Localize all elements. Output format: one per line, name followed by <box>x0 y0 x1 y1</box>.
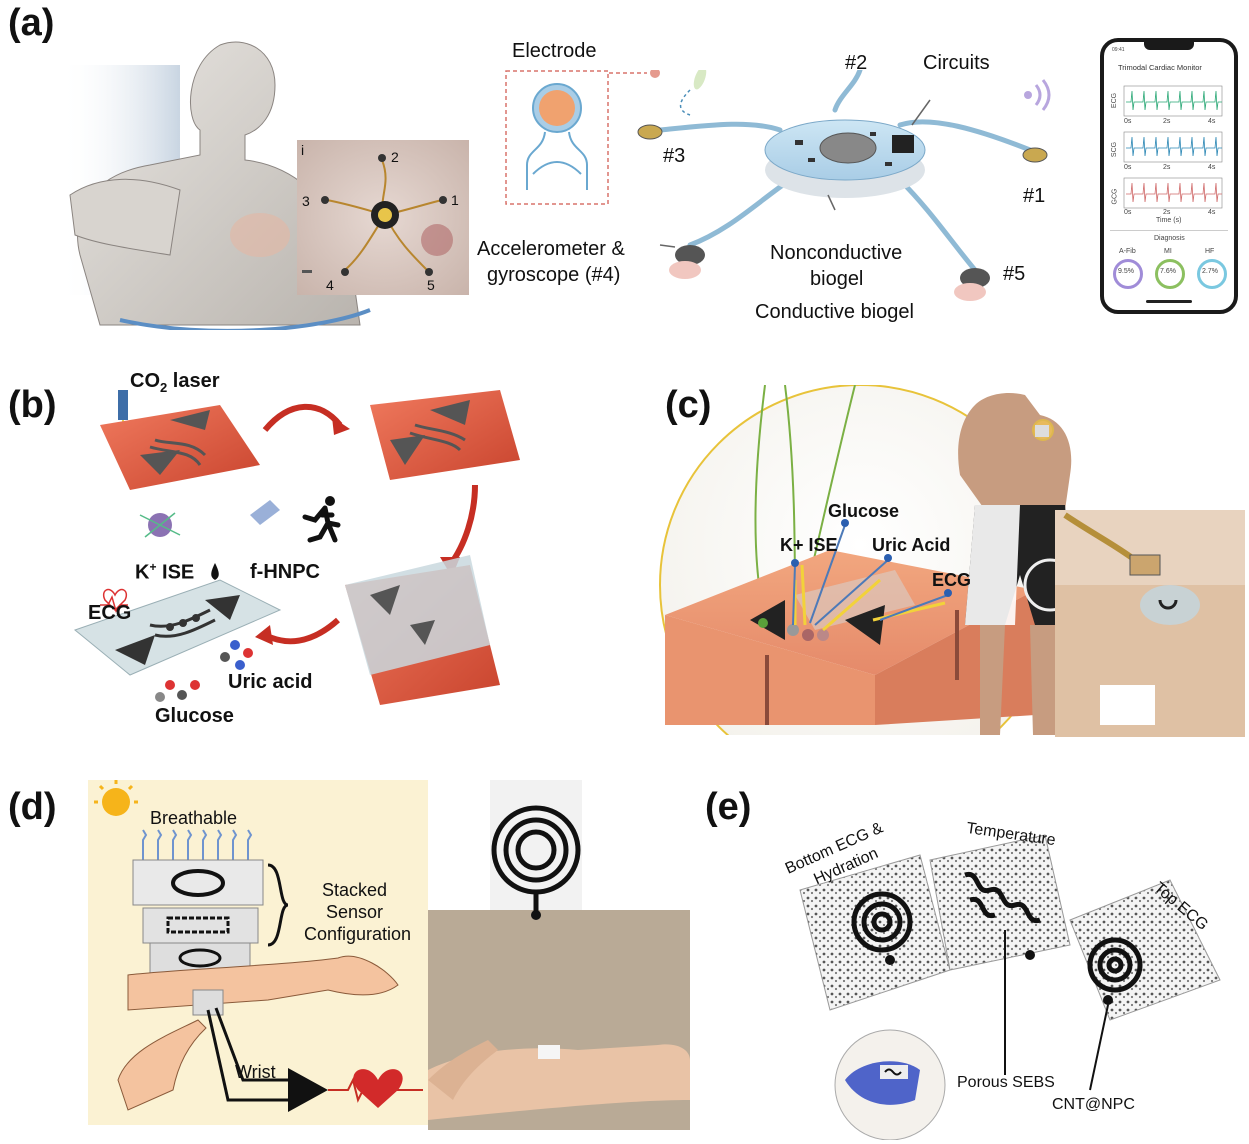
phone-tick-scg-0: 0s <box>1124 164 1132 171</box>
label-nonconductive-1: Nonconductive <box>770 242 903 264</box>
phone-ylabel-gcg: GCG <box>1111 188 1119 205</box>
label-breathable: Breathable <box>150 808 238 828</box>
label-glucose-b: Glucose <box>155 705 234 727</box>
label-glucose-c: Glucose <box>828 501 900 521</box>
label-nonconductive-2: biogel <box>810 268 864 290</box>
phone-tick-gcg-1: 2s <box>1163 209 1171 216</box>
phone-trace-scg <box>1126 136 1222 157</box>
label-co2-laser: CO2 laser <box>130 370 220 395</box>
diag-ring-mi <box>1155 259 1185 289</box>
phone-tick-ecg-2: 4s <box>1208 118 1216 125</box>
phone-trace-ecg <box>1126 90 1222 111</box>
multilayer-sensor-diagram <box>799 834 1221 1140</box>
phone-title: Trimodal Cardiac Monitor <box>1118 63 1202 72</box>
phone-trace-box-scg <box>1123 131 1223 163</box>
label-uric-acid-b: Uric acid <box>228 671 313 693</box>
phone-time: 09:41 <box>1112 47 1125 53</box>
phone-trace-box-gcg <box>1123 177 1223 209</box>
label-kise-c: K+ ISE <box>780 535 838 555</box>
phone-tick-gcg-0: 0s <box>1124 209 1132 216</box>
label-n2: #2 <box>845 52 868 74</box>
phone-tick-scg-1: 2s <box>1163 164 1171 171</box>
phone-tick-ecg-1: 2s <box>1163 118 1171 125</box>
phone-diagnosis-title: Diagnosis <box>1154 235 1185 242</box>
inset-number-3: 3 <box>302 193 310 209</box>
label-uric-acid-c: Uric Acid <box>872 535 951 555</box>
label-f-hnpc: f-HNPC <box>250 561 320 583</box>
wireless-icon <box>1024 79 1051 111</box>
wrist-photo <box>428 780 690 1130</box>
panel-e-letter: (e) <box>705 786 752 828</box>
panel-a-letter: (a) <box>8 2 55 44</box>
label-ecg-b: ECG <box>88 602 132 624</box>
panel-c-letter: (c) <box>665 384 712 426</box>
label-porous-sebs: Porous SEBS <box>957 1074 1055 1091</box>
label-stacked-2: Sensor <box>326 902 384 922</box>
inset-number-5: 5 <box>427 277 435 293</box>
diag-value-mi: 7.6% <box>1160 268 1176 275</box>
human-model-photo <box>958 393 1245 737</box>
phone-ylabel-scg: SCG <box>1111 141 1119 158</box>
label-n1: #1 <box>1023 185 1046 207</box>
label-stacked-1: Stacked <box>322 880 388 900</box>
panel-b-letter: (b) <box>8 384 57 426</box>
label-wrist: Wrist <box>235 1062 276 1082</box>
phone-trace-box-ecg <box>1123 85 1223 117</box>
phone-home-bar <box>1146 300 1192 303</box>
diag-value-hf: 2.7% <box>1202 268 1218 275</box>
label-accelerometer-2: gyroscope (#4) <box>487 264 621 286</box>
diag-name-afib: A-Fib <box>1119 248 1136 255</box>
label-n5: #5 <box>1003 263 1026 285</box>
phone-tick-scg-2: 4s <box>1208 164 1216 171</box>
fabrication-process-diagram <box>73 390 520 705</box>
diag-ring-hf <box>1197 259 1227 289</box>
electrode-diagram <box>505 70 660 205</box>
label-accelerometer-1: Accelerometer & <box>477 238 625 260</box>
phone-xlabel: Time (s) <box>1156 217 1182 224</box>
runner-illustration <box>60 41 371 330</box>
panel-d-letter: (d) <box>8 786 57 828</box>
phone-tick-ecg-0: 0s <box>1124 118 1132 125</box>
label-conductive-biogel: Conductive biogel <box>755 301 914 323</box>
phone-tick-gcg-2: 4s <box>1208 209 1216 216</box>
label-kise: K+ ISE <box>135 560 195 584</box>
runner-icon <box>302 496 341 543</box>
electrode-label: Electrode <box>512 40 597 62</box>
wearable-device-diagram <box>637 70 1048 301</box>
phone-traces <box>1123 85 1223 209</box>
inset-label-i: i <box>301 142 305 158</box>
phone-notch <box>1144 41 1194 50</box>
diag-name-hf: HF <box>1205 248 1215 255</box>
phone-ylabel-ecg: ECG <box>1111 92 1119 109</box>
stacked-sensor-diagram <box>88 780 428 1125</box>
diag-name-mi: MI <box>1164 248 1172 255</box>
patch-photo-inset <box>297 140 469 295</box>
phone-mockup: 09:41 Trimodal Cardiac Monitor ECG SCG G… <box>1100 38 1238 314</box>
diag-ring-afib <box>1113 259 1143 289</box>
label-cnt-npc: CNT@NPC <box>1052 1096 1135 1113</box>
inset-number-4: 4 <box>326 277 334 293</box>
label-n3: #3 <box>663 145 686 167</box>
label-ecg-c: ECG <box>932 570 972 590</box>
diag-value-afib: 9.5% <box>1118 268 1134 275</box>
inset-number-2: 2 <box>391 149 399 165</box>
label-stacked-3: Configuration <box>304 924 412 944</box>
phone-trace-gcg <box>1126 182 1222 203</box>
inset-number-1: 1 <box>451 192 459 208</box>
phone-divider <box>1110 230 1228 231</box>
label-circuits: Circuits <box>923 52 990 74</box>
